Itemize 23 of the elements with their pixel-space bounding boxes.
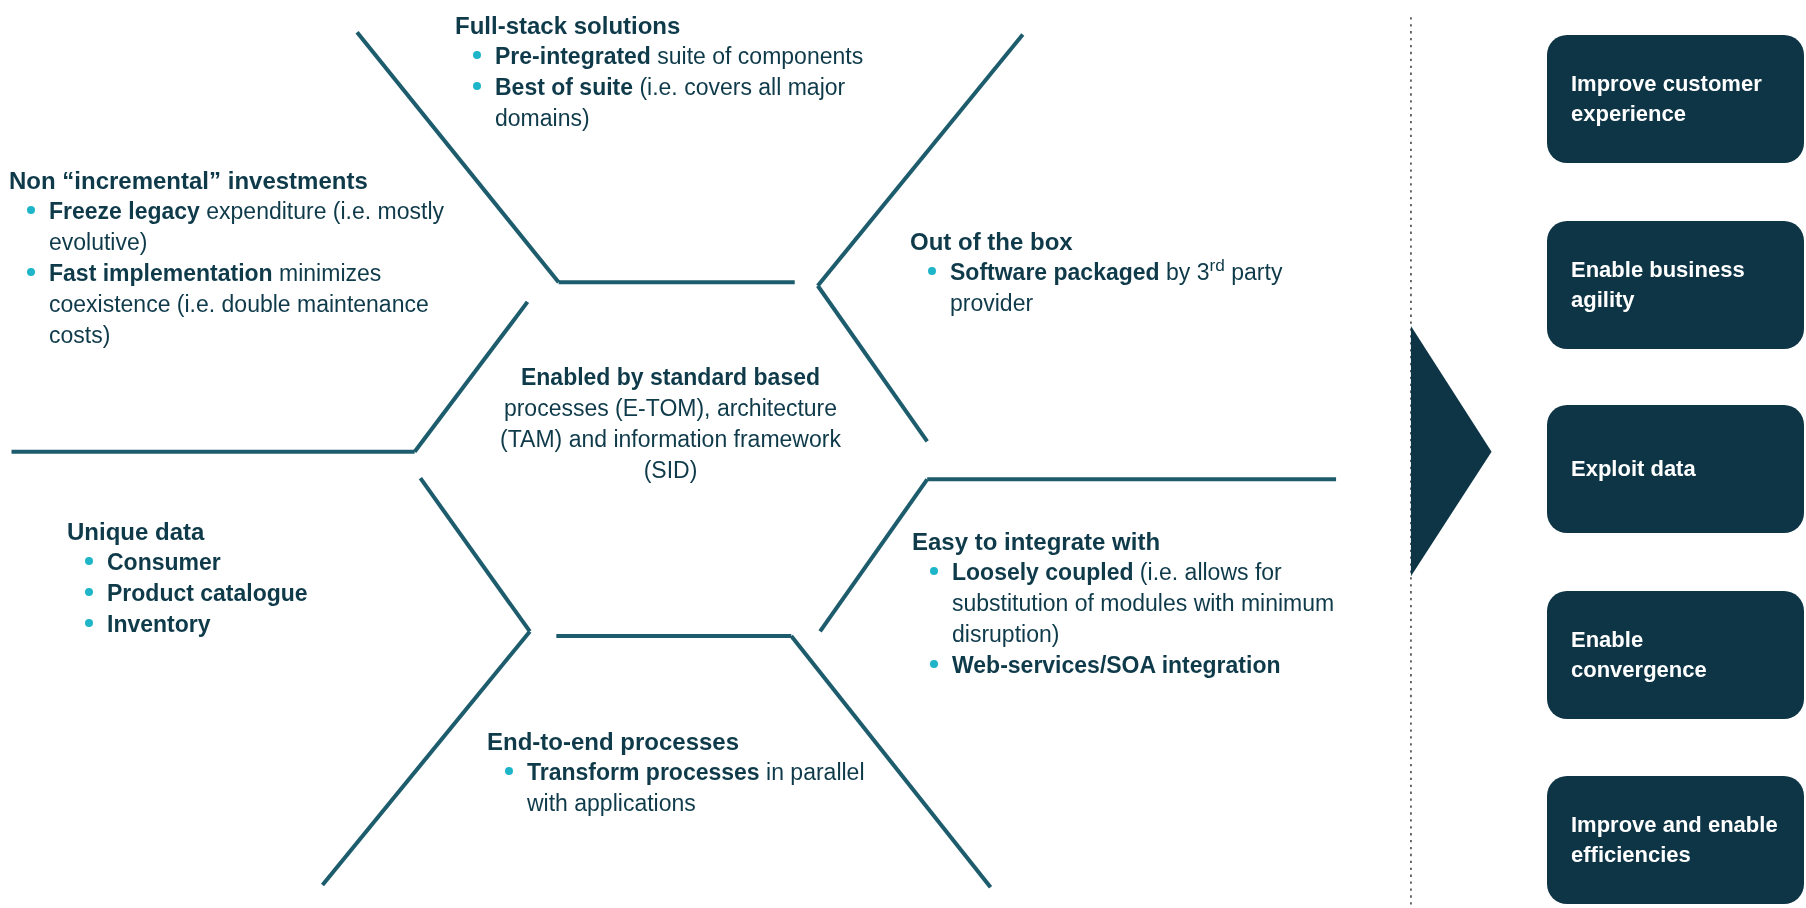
bullet-text: Loosely coupled (i.e. allows for substitution of modules with minimum disruption) bbox=[952, 558, 1336, 649]
bullet-text: Consumer bbox=[107, 548, 222, 577]
section-heading: Out of the box bbox=[910, 227, 1074, 257]
center-text: Enabled by standard based processes (E-TOM), architecture (TAM) and information framework (SID) bbox=[499, 363, 842, 485]
goal-box: Improve and enable efficiencies bbox=[1547, 776, 1804, 904]
goal-box: Enable convergence bbox=[1547, 591, 1804, 719]
section-heading: Easy to integrate with bbox=[912, 527, 1162, 557]
bullet-text: Transform processes in parallel with applications bbox=[527, 758, 866, 818]
goal-box: Improve customer experience bbox=[1547, 35, 1804, 163]
goal-box: Exploit data bbox=[1547, 405, 1804, 533]
goal-box: Enable business agility bbox=[1547, 221, 1804, 349]
bullet-text: Inventory bbox=[107, 610, 212, 639]
bullet-text: Freeze legacy expenditure (i.e. mostly evolutive) bbox=[49, 197, 446, 257]
bullet-text: Product catalogue bbox=[107, 579, 309, 608]
section-heading: Unique data bbox=[67, 517, 206, 547]
section-heading: Full-stack solutions bbox=[455, 11, 682, 41]
bullet-text: Best of suite (i.e. covers all major domains) bbox=[495, 73, 847, 133]
section-heading: Non “incremental” investments bbox=[9, 166, 369, 196]
section-heading: End-to-end processes bbox=[487, 727, 741, 757]
bullet-text: Fast implementation minimizes coexistence (i.e. double maintenance costs) bbox=[49, 259, 430, 350]
bullet-text: Software packaged by 3$^{rd}$ party provider bbox=[950, 257, 1284, 318]
bullet-text: Pre-integrated suite of components bbox=[495, 42, 865, 71]
bullet-text: Web-services/SOA integration bbox=[952, 651, 1282, 680]
